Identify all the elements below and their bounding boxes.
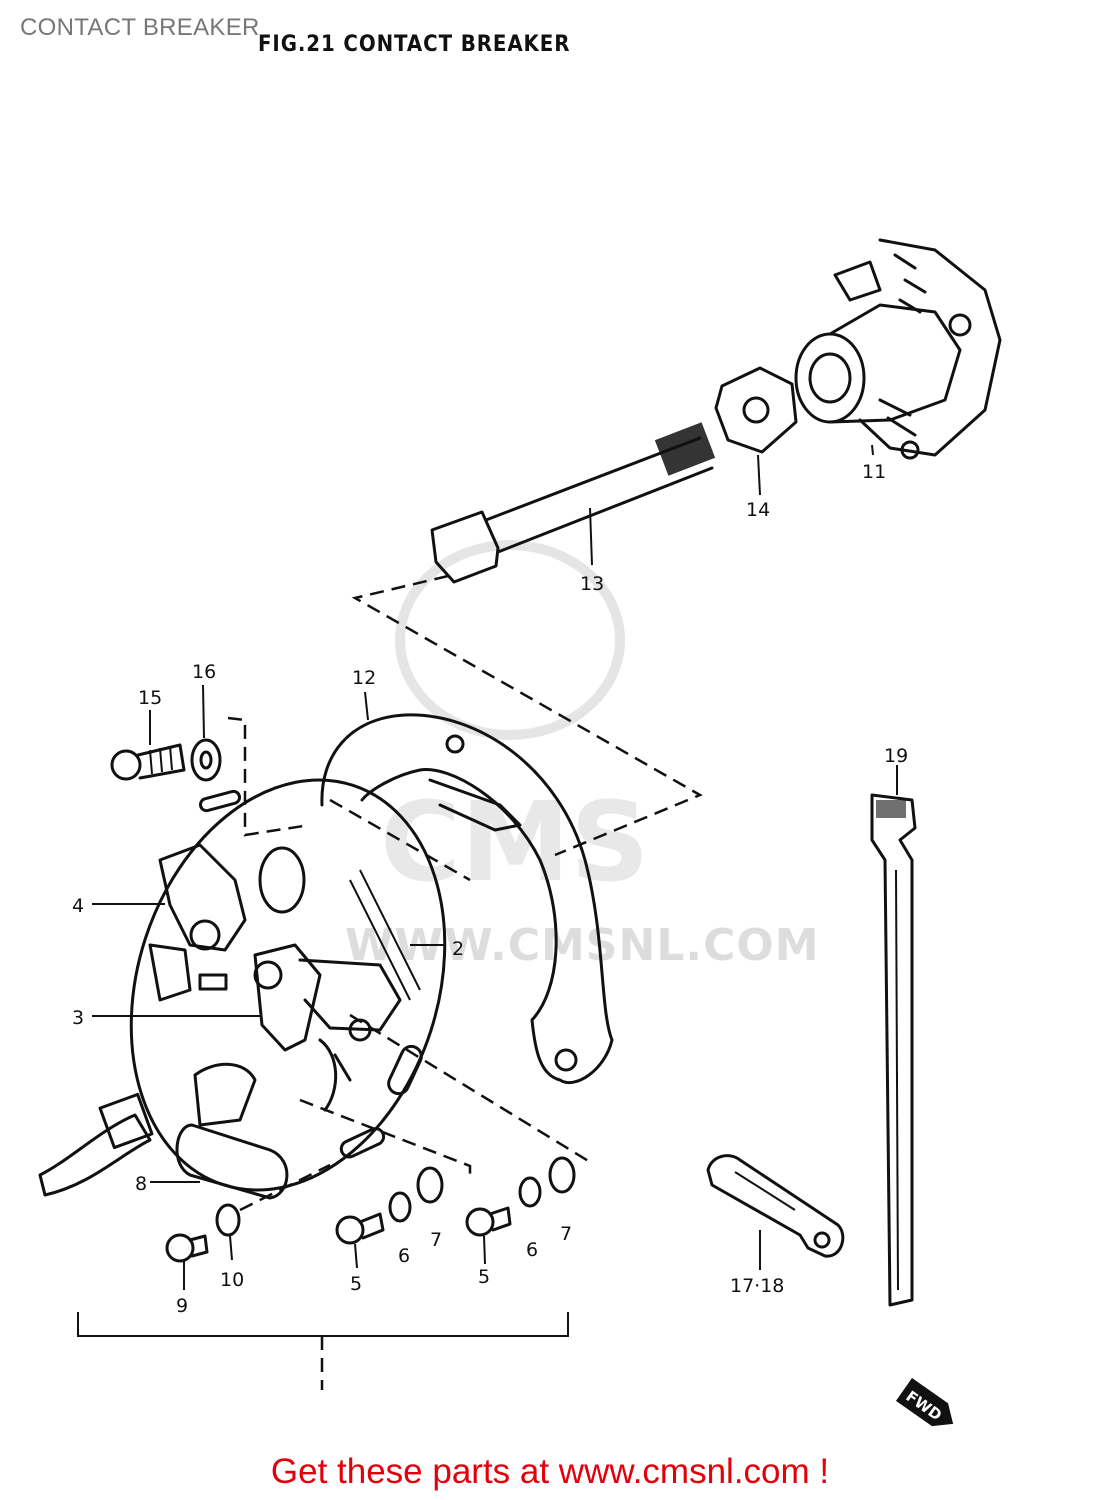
callout-15: 15 xyxy=(138,687,162,709)
callout-5b: 5 xyxy=(478,1266,490,1288)
callout-13: 13 xyxy=(580,573,604,595)
watermark-logo: CMS xyxy=(380,540,649,906)
assembly-lines xyxy=(227,574,703,1212)
callout-2: 2 xyxy=(452,938,464,960)
assembly-bracket xyxy=(77,1312,569,1390)
part-11-advancer xyxy=(794,238,1002,460)
callout-4: 4 xyxy=(72,895,84,917)
callout-11: 11 xyxy=(862,461,886,483)
callout-14: 14 xyxy=(746,499,770,521)
part-10-washer xyxy=(215,1203,241,1237)
part-14-nut xyxy=(714,366,798,454)
part-6-washer-b xyxy=(518,1176,542,1208)
figure-title: FIG.21 CONTACT BREAKER xyxy=(258,32,571,57)
part-13-bolt xyxy=(430,422,716,584)
part-7-washer-b xyxy=(548,1156,576,1194)
part-15-screw xyxy=(110,743,186,781)
forward-direction-marker: FWD xyxy=(895,1378,954,1427)
callout-17-18: 17·18 xyxy=(730,1275,784,1297)
callout-6b: 6 xyxy=(526,1239,538,1261)
callout-7a: 7 xyxy=(430,1229,442,1251)
part-16-washer xyxy=(190,738,222,782)
part-6-washer-a xyxy=(388,1191,412,1223)
part-12-shield xyxy=(320,713,614,1085)
part-5-screw-a xyxy=(335,1212,385,1245)
callout-12: 12 xyxy=(352,667,376,689)
page-label: CONTACT BREAKER xyxy=(20,14,260,41)
part-9-screw xyxy=(165,1233,209,1263)
callout-6a: 6 xyxy=(398,1245,410,1267)
part-8-condenser xyxy=(38,1038,352,1200)
get-parts-link[interactable]: Get these parts at www.cmsnl.com ! xyxy=(270,1452,830,1491)
part-4-contact-point xyxy=(148,843,247,1002)
part-7-washer-a xyxy=(416,1166,444,1204)
callout-19: 19 xyxy=(884,745,908,767)
part-5-screw-b xyxy=(465,1206,512,1237)
part-19-cable-tie xyxy=(870,793,917,1307)
part-3-contact-point xyxy=(253,943,402,1052)
watermark-logo-text: CMS xyxy=(380,778,649,906)
callout-7b: 7 xyxy=(560,1223,572,1245)
leader-lines xyxy=(92,444,898,1290)
callout-5a: 5 xyxy=(350,1273,362,1295)
callout-10: 10 xyxy=(220,1269,244,1291)
callout-3: 3 xyxy=(72,1007,84,1029)
callout-numbers: 2 3 4 5 5 6 6 7 7 8 9 10 11 12 13 14 15 … xyxy=(72,461,908,1317)
callout-9: 9 xyxy=(176,1295,188,1317)
part-17-18-bracket xyxy=(706,1154,845,1258)
callout-16: 16 xyxy=(192,661,216,683)
callout-8: 8 xyxy=(135,1173,147,1195)
